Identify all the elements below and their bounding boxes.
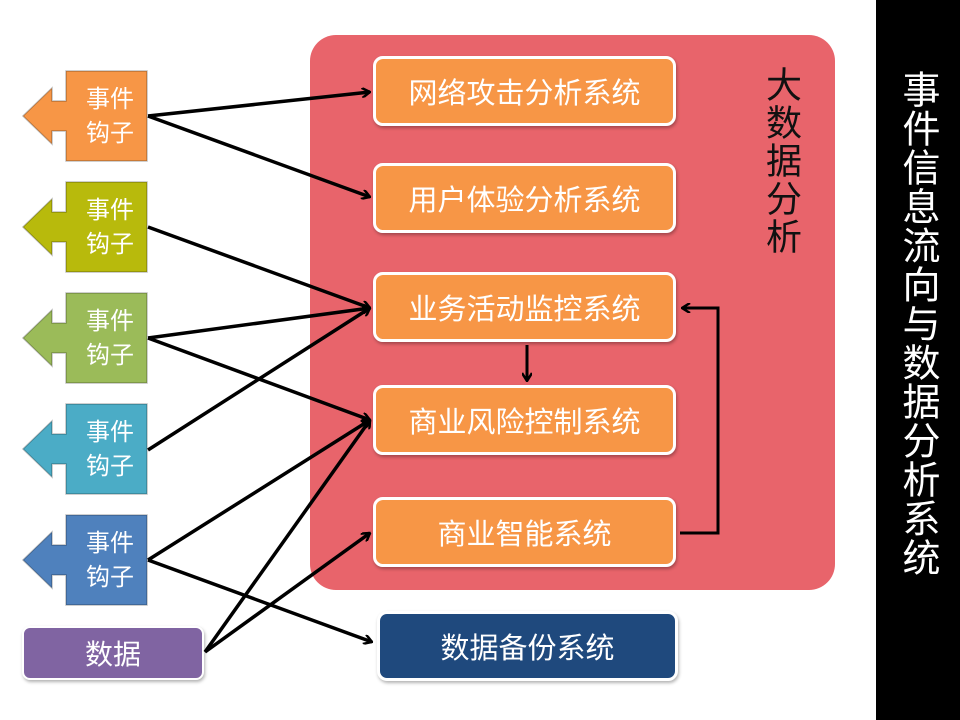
event-hook-4[interactable]: 事件钩子 bbox=[20, 403, 150, 495]
system-user-experience-analysis[interactable]: 用户体验分析系统 bbox=[373, 163, 676, 233]
data-source-box[interactable]: 数据 bbox=[22, 626, 204, 680]
system-network-attack-analysis[interactable]: 网络攻击分析系统 bbox=[373, 56, 676, 126]
system-business-activity-monitoring[interactable]: 业务活动监控系统 bbox=[373, 272, 676, 342]
left-arrow-callout-icon bbox=[21, 70, 148, 162]
event-hook-5[interactable]: 事件钩子 bbox=[20, 514, 150, 606]
hook-label: 事件钩子 bbox=[70, 193, 150, 261]
system-data-backup[interactable]: 数据备份系统 bbox=[377, 611, 678, 681]
hook-label: 事件钩子 bbox=[70, 526, 150, 594]
sidebar: 事件信息流向与数据分析系统 bbox=[876, 0, 960, 720]
hook-label-line2: 钩子 bbox=[86, 452, 134, 480]
event-hook-2[interactable]: 事件钩子 bbox=[20, 181, 150, 273]
hook-label-line1: 事件 bbox=[86, 85, 134, 113]
sidebar-title: 事件信息流向与数据分析系统 bbox=[896, 70, 940, 577]
left-arrow-callout-icon bbox=[21, 514, 148, 606]
system-business-intelligence[interactable]: 商业智能系统 bbox=[373, 497, 676, 567]
left-arrow-callout-icon bbox=[21, 292, 148, 384]
hook-label: 事件钩子 bbox=[70, 82, 150, 150]
hook-label-line2: 钩子 bbox=[86, 563, 134, 591]
hook-label: 事件钩子 bbox=[70, 415, 150, 483]
panel-title: 大数据分析 bbox=[760, 66, 801, 256]
hook-label-line1: 事件 bbox=[86, 418, 134, 446]
hook-label-line2: 钩子 bbox=[86, 341, 134, 369]
hook-label-line2: 钩子 bbox=[86, 119, 134, 147]
hook-label-line1: 事件 bbox=[86, 529, 134, 557]
system-business-risk-control[interactable]: 商业风险控制系统 bbox=[373, 385, 676, 455]
event-hook-3[interactable]: 事件钩子 bbox=[20, 292, 150, 384]
hook-label-line1: 事件 bbox=[86, 307, 134, 335]
hook-label-line2: 钩子 bbox=[86, 230, 134, 258]
hook-label-line1: 事件 bbox=[86, 196, 134, 224]
hook-label: 事件钩子 bbox=[70, 304, 150, 372]
left-arrow-callout-icon bbox=[21, 181, 148, 273]
left-arrow-callout-icon bbox=[21, 403, 148, 495]
event-hook-1[interactable]: 事件钩子 bbox=[20, 70, 150, 162]
